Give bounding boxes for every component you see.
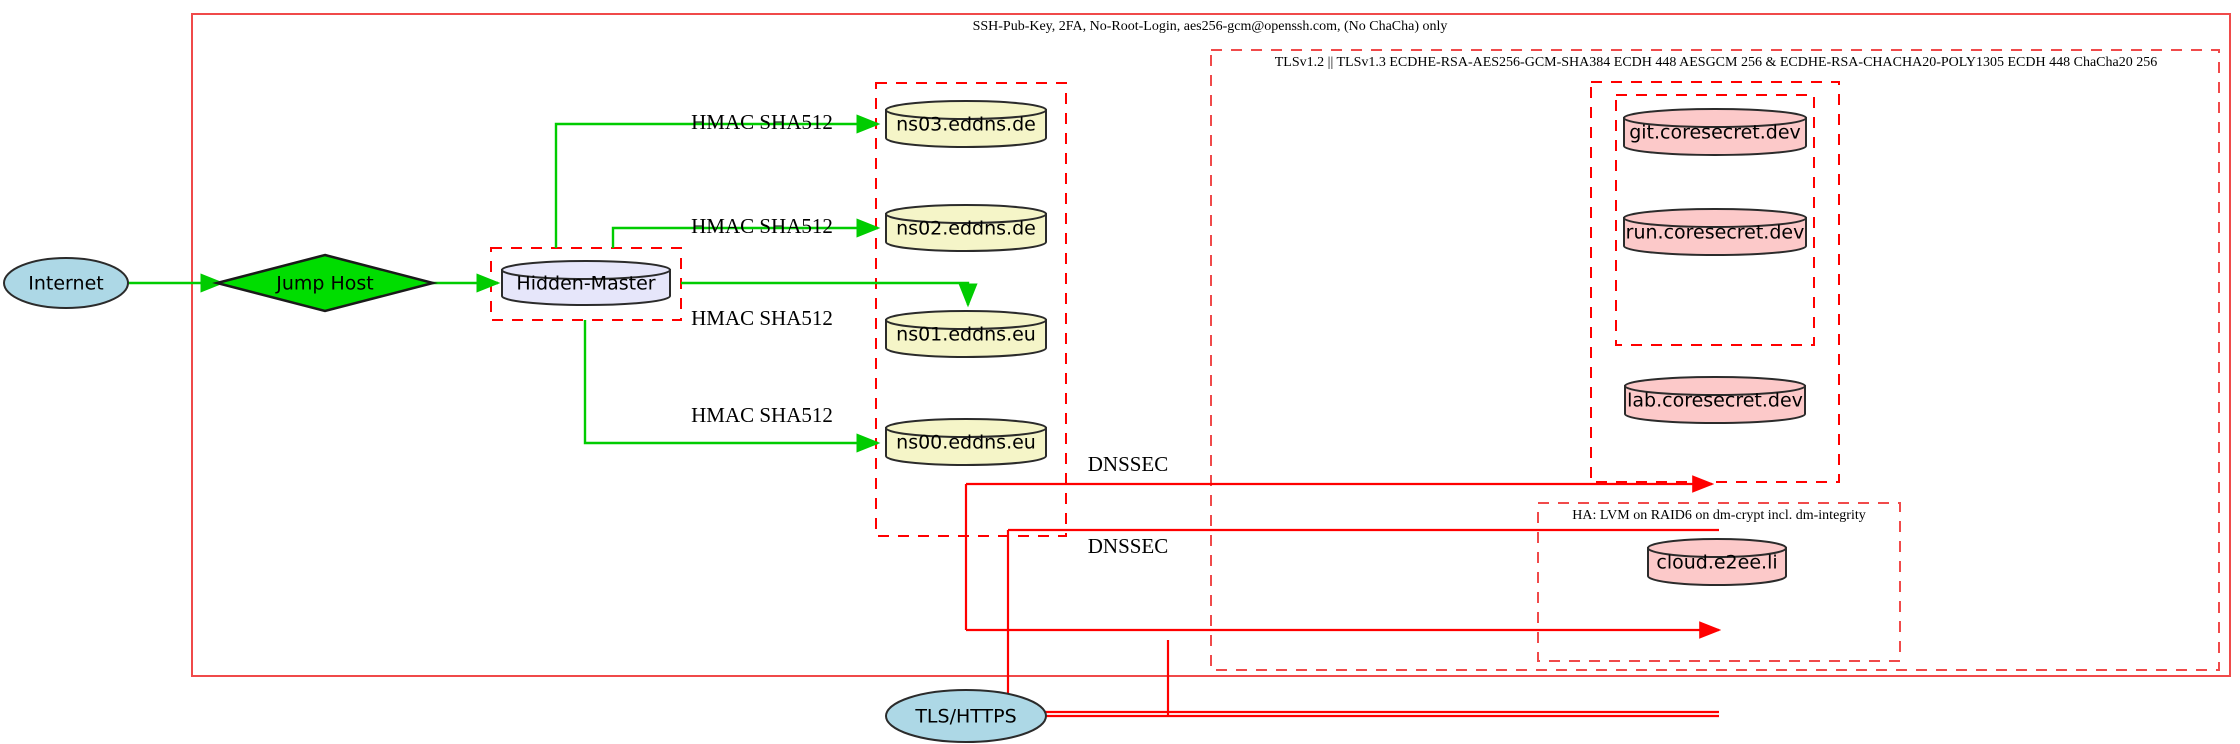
- node-ns01[interactable]: ns01.eddns.eu: [885, 310, 1047, 358]
- node-jump-host-label: Jump Host: [275, 273, 374, 295]
- edge-label-dnssec-lower: DNSSEC: [1088, 534, 1169, 558]
- node-lab-coresecret[interactable]: lab.coresecret.dev: [1624, 376, 1806, 424]
- cluster-ssh-box: [191, 13, 2231, 677]
- node-hidden-master-label: Hidden-Master: [516, 273, 655, 295]
- node-hidden-master[interactable]: Hidden-Master: [501, 260, 671, 306]
- edge-label-hmac-ns03: HMAC SHA512: [691, 110, 833, 134]
- node-internet-label: Internet: [28, 273, 103, 295]
- node-tls-https-label: TLS/HTTPS: [914, 706, 1016, 728]
- node-run-coresecret-label: run.coresecret.dev: [1626, 222, 1805, 244]
- node-run-coresecret[interactable]: run.coresecret.dev: [1623, 208, 1807, 256]
- node-cloud-e2ee[interactable]: cloud.e2ee.li: [1647, 538, 1787, 586]
- node-jump-host[interactable]: Jump Host: [212, 253, 438, 313]
- node-ns00-label: ns00.eddns.eu: [896, 432, 1036, 454]
- node-git-coresecret-label: git.coresecret.dev: [1629, 122, 1801, 144]
- cluster-coresecret-outer: [1590, 81, 1840, 483]
- node-git-coresecret[interactable]: git.coresecret.dev: [1623, 108, 1807, 156]
- cluster-ha-label: HA: LVM on RAID6 on dm-crypt incl. dm-in…: [1572, 508, 1865, 523]
- edge-hiddenmaster-to-ns00: [583, 320, 881, 453]
- node-internet[interactable]: Internet: [3, 257, 129, 309]
- node-ns03[interactable]: ns03.eddns.de: [885, 100, 1047, 148]
- node-cloud-e2ee-label: cloud.e2ee.li: [1656, 552, 1777, 574]
- node-ns01-label: ns01.eddns.eu: [896, 324, 1036, 346]
- cluster-nameservers-box: [875, 82, 1067, 537]
- node-lab-coresecret-label: lab.coresecret.dev: [1627, 390, 1803, 412]
- cluster-ha-box: [1537, 502, 1901, 662]
- node-ns00[interactable]: ns00.eddns.eu: [885, 418, 1047, 466]
- edge-hiddenmaster-to-ns03: [554, 114, 881, 248]
- node-tls-https[interactable]: TLS/HTTPS: [885, 689, 1047, 743]
- edge-label-hmac-ns00: HMAC SHA512: [691, 403, 833, 427]
- cluster-coresecret-inner: [1615, 94, 1815, 346]
- edge-label-hmac-ns01: HMAC SHA512: [691, 306, 833, 330]
- cluster-ssh-label: SSH-Pub-Key, 2FA, No-Root-Login, aes256-…: [973, 19, 1448, 34]
- cluster-tls-label: TLSv1.2 || TLSv1.3 ECDHE-RSA-AES256-GCM-…: [1275, 55, 2157, 70]
- cluster-tls-box: [1210, 49, 2220, 671]
- edge-hiddenmaster-to-ns02: [611, 218, 881, 248]
- edge-hiddenmaster-to-ns01: [681, 281, 978, 308]
- edge-label-dnssec-upper: DNSSEC: [1088, 452, 1169, 476]
- node-ns03-label: ns03.eddns.de: [896, 114, 1036, 136]
- edge-label-hmac-ns02: HMAC SHA512: [691, 214, 833, 238]
- node-ns02-label: ns02.eddns.de: [896, 218, 1036, 240]
- node-ns02[interactable]: ns02.eddns.de: [885, 204, 1047, 252]
